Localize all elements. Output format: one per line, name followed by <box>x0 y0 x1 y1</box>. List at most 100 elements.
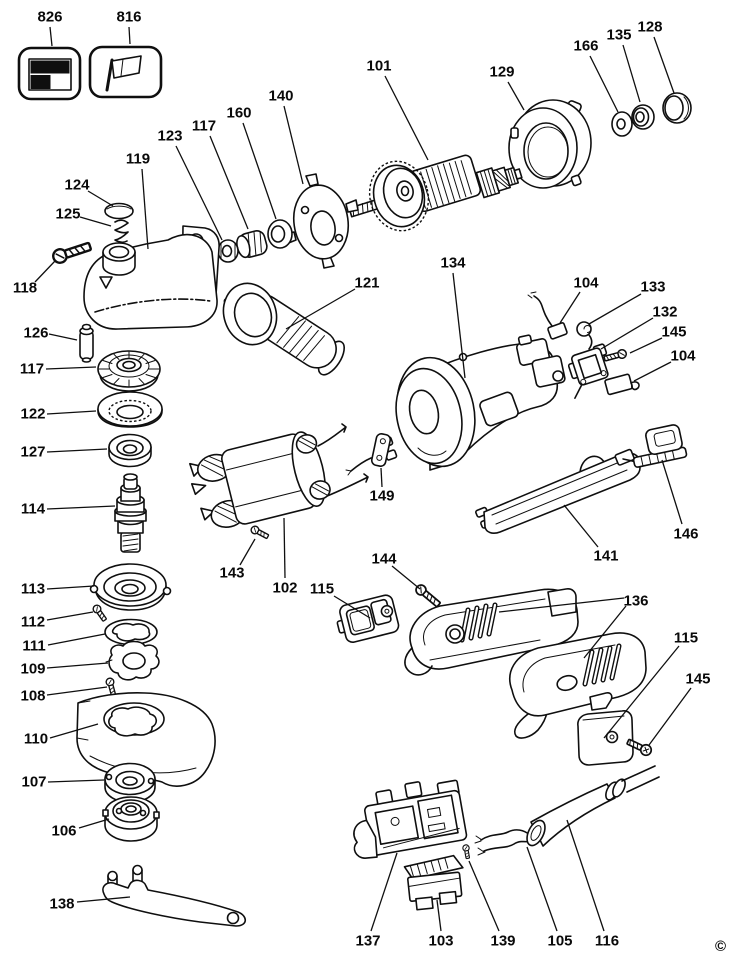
leader-line-134 <box>452 272 466 379</box>
leader-line-117 <box>45 366 97 370</box>
leader-line-135 <box>622 44 641 103</box>
screw-108-drawing <box>105 677 117 697</box>
leader-line-136 <box>583 605 627 659</box>
handle-shell-lower-drawing <box>509 632 647 739</box>
bearing-flange-drawing <box>89 563 172 611</box>
gear-case-drawing <box>83 225 220 330</box>
callout-bearing-flange: 113 <box>20 580 46 598</box>
leader-line-108 <box>46 686 108 696</box>
leader-line-138 <box>76 896 131 903</box>
leader-line-101 <box>384 75 429 161</box>
callout-wrench: 138 <box>49 895 75 913</box>
bearing-127-drawing <box>108 433 152 468</box>
wrench-drawing <box>102 864 247 927</box>
callout-brush-spring: 133 <box>640 278 666 296</box>
leader-line-117 <box>209 135 249 230</box>
leader-line-129 <box>507 81 525 111</box>
switch-drawing <box>353 779 468 859</box>
leader-line-114 <box>46 505 116 510</box>
leader-line-105 <box>526 846 558 932</box>
leader-line-121 <box>285 288 356 330</box>
callout-screw: 143 <box>219 564 245 582</box>
leader-line-118 <box>34 260 56 283</box>
bearing-135-drawing <box>631 104 655 130</box>
callout-spindle: 114 <box>20 500 46 518</box>
screw-139-drawing <box>462 844 470 860</box>
leader-line-137 <box>370 852 398 932</box>
leader-line-112 <box>46 611 94 621</box>
field-coil-drawing <box>189 423 369 528</box>
leader-line-144 <box>391 565 421 590</box>
leader-line-140 <box>283 105 304 185</box>
guard-drawing <box>76 692 216 787</box>
leader-line-166 <box>589 55 619 113</box>
leader-line-160 <box>242 122 277 220</box>
callout-cover-plate: 115 <box>673 629 699 647</box>
screw-143-drawing <box>250 525 270 540</box>
kit-box-icon <box>17 46 82 101</box>
leader-line-128 <box>653 36 675 94</box>
cap-drawing <box>104 202 134 220</box>
leader-line-127 <box>46 448 108 453</box>
leader-lines <box>34 26 692 932</box>
callout-field-coil: 102 <box>272 579 298 597</box>
leader-line-103 <box>436 899 442 932</box>
callout-bearing-housing: 129 <box>489 63 515 81</box>
leader-line-826 <box>49 26 53 47</box>
leader-line-124 <box>87 190 114 207</box>
lock-button-drawing <box>622 424 688 468</box>
leader-line-102 <box>283 517 286 579</box>
leader-line-119 <box>141 168 149 250</box>
callout-bearing: 127 <box>20 443 46 461</box>
leader-line-145 <box>629 337 663 354</box>
clamp-nut-drawing <box>102 796 160 842</box>
pinion-drawing <box>236 230 268 259</box>
brush-holder-drawing <box>567 343 609 399</box>
leader-line-116 <box>566 819 605 932</box>
leader-line-111 <box>47 633 106 646</box>
leader-line-113 <box>46 585 95 590</box>
leader-line-133 <box>588 293 642 325</box>
baffle-plate-drawing <box>283 173 359 269</box>
callout-kit-box-icon: 826 <box>37 8 63 26</box>
callout-brush: 104 <box>670 347 696 365</box>
leader-line-126 <box>48 333 78 341</box>
ring-drawing <box>104 618 158 646</box>
brush-drawing <box>604 373 640 396</box>
callout-nut: 123 <box>157 127 183 145</box>
screw-112-drawing <box>92 604 107 622</box>
callout-switch: 137 <box>355 932 381 950</box>
leader-line-149 <box>380 467 383 488</box>
pin-drawing <box>79 323 94 363</box>
callout-pin: 126 <box>23 324 49 342</box>
gear-wheel-drawing <box>97 350 161 392</box>
flag-icon <box>88 45 163 99</box>
side-handle-drawing <box>222 282 345 376</box>
motor-housing-drawing <box>380 334 566 471</box>
callout-lock-button: 146 <box>673 525 699 543</box>
callout-brush: 104 <box>573 274 599 292</box>
callout-brush-holder: 132 <box>652 303 678 321</box>
callout-cover-plate: 115 <box>309 580 335 598</box>
spacer-drawing <box>267 219 293 249</box>
callout-screw: 118 <box>12 279 38 297</box>
callout-handle-housing: 136 <box>623 592 649 610</box>
callout-clamp-plate: 109 <box>20 660 46 678</box>
copyright-symbol: © <box>714 938 726 955</box>
leader-line-132 <box>600 317 654 350</box>
callout-cord: 105 <box>547 932 573 950</box>
callout-dished-washer: 122 <box>20 405 46 423</box>
bearing-housing-drawing <box>508 99 592 189</box>
inner-flange-drawing <box>104 762 156 804</box>
callout-clip: 149 <box>369 487 395 505</box>
armature-drawing <box>348 154 523 232</box>
callout-gear-case: 119 <box>125 150 151 168</box>
callout-screw: 144 <box>371 550 397 568</box>
callout-washer: 166 <box>573 37 599 55</box>
callout-screw: 145 <box>685 670 711 688</box>
callout-bearing: 135 <box>606 26 632 44</box>
callout-spacer: 160 <box>226 104 252 122</box>
callout-screw: 145 <box>661 323 687 341</box>
callout-flag-icon: 816 <box>116 8 142 26</box>
